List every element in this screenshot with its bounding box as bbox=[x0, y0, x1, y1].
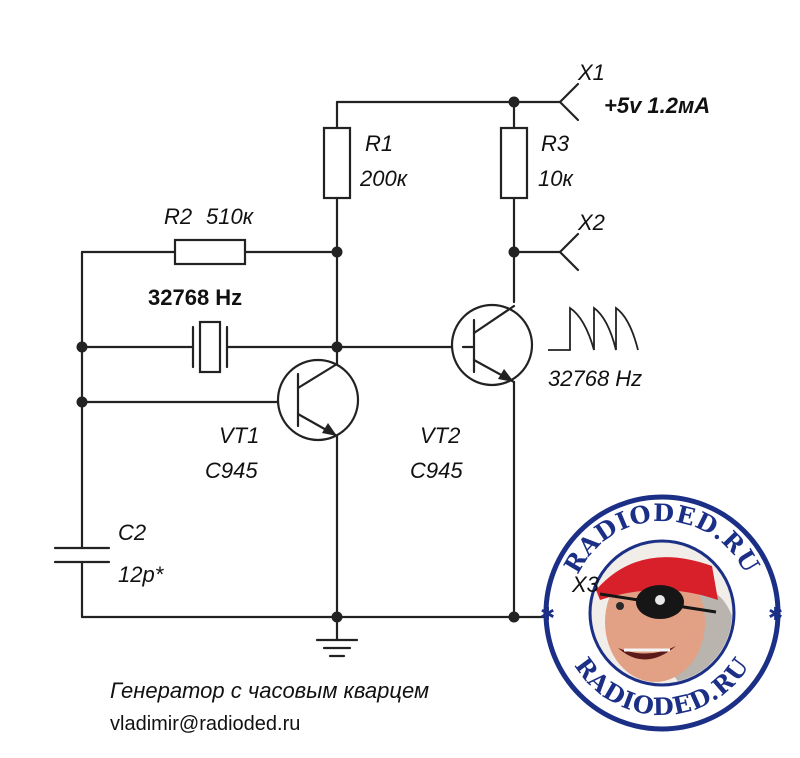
r2-ref-label: R2 bbox=[164, 204, 192, 229]
supply-label: +5v 1.2мА bbox=[604, 93, 710, 118]
x1-terminal bbox=[558, 82, 580, 122]
x2-label: X2 bbox=[577, 210, 605, 235]
logo-star-right-icon: ✱ bbox=[768, 604, 783, 625]
quartz-crystal bbox=[191, 320, 229, 374]
author-email: vladimir@radioded.ru bbox=[110, 713, 300, 735]
sawtooth-waveform-icon bbox=[548, 306, 639, 351]
vt2-ref-label: VT2 bbox=[420, 423, 460, 448]
r1-resistor bbox=[322, 126, 352, 200]
x2-terminal bbox=[558, 232, 580, 272]
bandana-icon bbox=[596, 557, 718, 600]
r3-ref-label: R3 bbox=[541, 131, 570, 156]
x3-label: X3 bbox=[571, 572, 600, 597]
ground-symbol bbox=[315, 638, 359, 658]
r1-value-label: 200к bbox=[359, 166, 409, 191]
diagram-caption: Генератор с часовым кварцем bbox=[110, 678, 429, 703]
logo-star-left-icon: ✱ bbox=[540, 604, 555, 625]
r2-value-label: 510к bbox=[206, 204, 255, 229]
output-frequency-label: 32768 Hz bbox=[548, 366, 642, 391]
transistor-vt2 bbox=[450, 303, 534, 387]
x1-label: X1 bbox=[577, 60, 605, 85]
capacitor-c2 bbox=[53, 546, 111, 564]
crystal-frequency-label: 32768 Hz bbox=[148, 285, 242, 310]
r3-value-label: 10к bbox=[538, 166, 574, 191]
r2-resistor bbox=[173, 238, 247, 266]
r3-resistor bbox=[499, 126, 529, 200]
vt1-ref-label: VT1 bbox=[219, 423, 259, 448]
transistor-vt1 bbox=[276, 358, 360, 442]
junction-dots bbox=[76, 96, 520, 623]
c2-ref-label: C2 bbox=[118, 520, 146, 545]
radioded-logo: RADIODED.RU RADIODED.RU ✱ ✱ bbox=[540, 494, 783, 732]
vt2-type-label: C945 bbox=[410, 458, 463, 483]
c2-value-label: 12p* bbox=[118, 562, 165, 587]
vt1-type-label: C945 bbox=[205, 458, 258, 483]
r1-ref-label: R1 bbox=[365, 131, 393, 156]
